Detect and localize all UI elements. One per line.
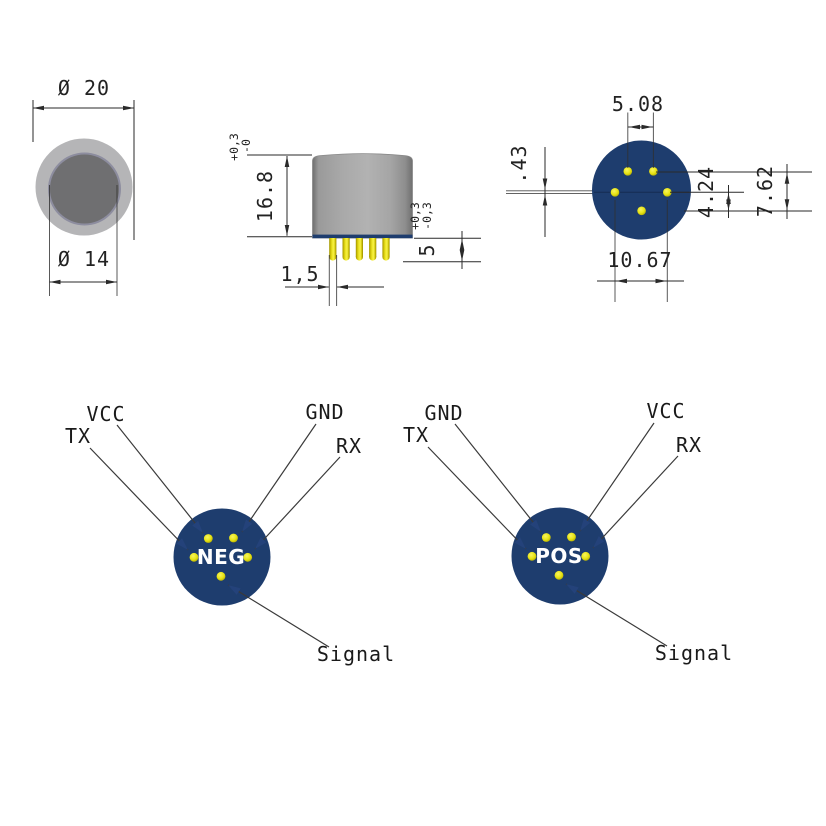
pin-label-upper-left: VCC	[86, 402, 125, 426]
dim-height-tol-minus: -0	[239, 139, 253, 153]
bottom-pins	[610, 167, 672, 216]
front-view: Ø 20 Ø 14	[32, 76, 135, 296]
pin-dot	[623, 167, 633, 176]
pin-dot	[567, 532, 576, 542]
leader-upper-left	[116, 424, 204, 534]
leader-upper-right	[241, 423, 317, 533]
pin-label-tx: TX	[403, 423, 429, 447]
pin-tip	[329, 253, 337, 261]
pin	[382, 238, 390, 257]
pin	[369, 238, 377, 257]
pin-label-rx: RX	[336, 434, 362, 458]
leader-tx	[89, 447, 189, 551]
pin-label-upper-left: GND	[424, 401, 463, 425]
pinout-pos: POS TX GND VCC RX Signal	[403, 399, 733, 665]
pinout-neg: NEG TX VCC GND RX Signal	[65, 400, 395, 666]
dim-height: 16.8	[253, 170, 277, 222]
dim-pin-dia: .43	[507, 144, 531, 183]
dim-height-tol-plus: +0,3	[227, 133, 241, 161]
leader-upper-right	[579, 422, 655, 532]
sensor-inner-face	[50, 154, 119, 224]
polarity-label: POS	[535, 544, 583, 568]
pin-dot	[581, 551, 591, 561]
dim-row-span: 7.62	[753, 165, 777, 217]
pin-dot	[527, 551, 537, 561]
sensor-bottom-face	[592, 140, 691, 240]
dim-pin-tol-plus: +0,3	[408, 202, 422, 230]
leader-rx	[592, 455, 679, 549]
pin-dot	[610, 188, 620, 197]
pin-label-upper-right: VCC	[646, 399, 685, 423]
pin-label-upper-right: GND	[305, 400, 344, 424]
pin-tip	[342, 253, 350, 261]
pin	[355, 238, 363, 257]
pin-dot	[649, 167, 658, 176]
pin-dot	[203, 534, 213, 543]
leader-upper-left	[454, 423, 542, 533]
dim-top-pin-spacing: 5.08	[612, 92, 664, 116]
dim-mid-pin-spacing: 10.67	[607, 248, 672, 272]
sensor-base	[312, 234, 413, 239]
pin-dot	[637, 206, 646, 216]
leader-tx	[427, 446, 527, 550]
sensor-pins	[329, 238, 390, 261]
pin-dot	[189, 552, 199, 562]
pin-tip	[369, 253, 377, 261]
pin-dot	[663, 188, 672, 197]
pin-dot	[216, 571, 226, 581]
dim-inner-dia: Ø 14	[58, 247, 110, 271]
pin-dot	[229, 533, 238, 543]
pin-label-signal: Signal	[317, 642, 395, 666]
pin-dot	[541, 533, 551, 542]
side-view: 16.8 +0,3 -0 5 +0,3 -0,3 1,5	[227, 133, 481, 306]
leader-rx	[254, 456, 341, 550]
polarity-label: NEG	[197, 545, 245, 569]
pin	[342, 238, 350, 257]
pin-dot	[243, 552, 253, 562]
pin-tip	[382, 253, 390, 261]
pin-tip	[355, 253, 363, 261]
dim-row-gap: 4.24	[694, 166, 718, 218]
leader-signal	[227, 584, 330, 648]
pin-label-signal: Signal	[655, 641, 733, 665]
pin	[329, 238, 337, 257]
pin-label-tx: TX	[65, 424, 91, 448]
sensor-body	[312, 153, 413, 239]
dim-pin-length: 5	[415, 243, 439, 256]
pin-dot	[554, 570, 564, 580]
dim-outer-dia: Ø 20	[58, 76, 110, 100]
bottom-view: 5.08 .43 4.24 7.62 10.67	[506, 92, 812, 302]
leader-signal	[565, 583, 668, 647]
dim-pin-tol-minus: -0,3	[420, 202, 434, 230]
dim-pin-width: 1,5	[280, 262, 319, 286]
pin-label-rx: RX	[676, 433, 702, 457]
